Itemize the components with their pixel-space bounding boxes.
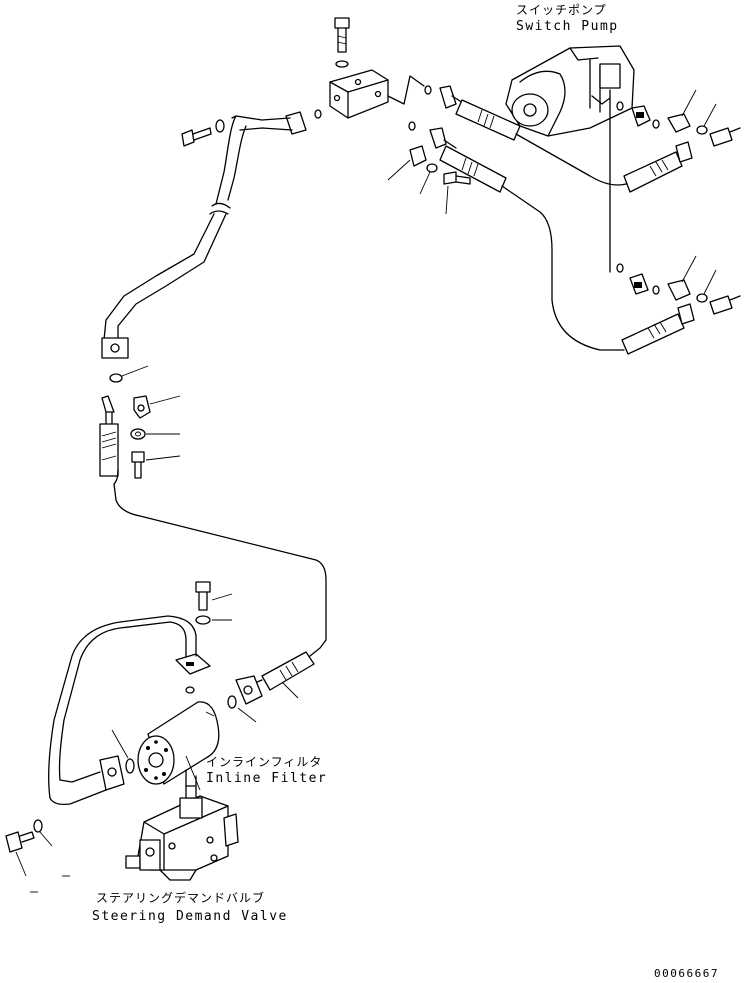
tube-icon [101, 111, 307, 359]
switch-pump-label-en: Switch Pump [516, 19, 619, 34]
washer-icon [33, 819, 53, 847]
switch-pump [505, 45, 635, 273]
o-ring-icon [652, 285, 660, 295]
bolt-icon [709, 295, 741, 315]
bolt-icon [131, 451, 181, 479]
bolt-icon [181, 119, 225, 147]
o-ring-icon [408, 121, 416, 131]
hose-icon [439, 85, 693, 193]
tube-icon [48, 615, 211, 806]
washer-icon [696, 103, 717, 135]
o-ring-icon [616, 263, 624, 273]
split-flange-icon [629, 273, 649, 295]
top-bolt [334, 17, 350, 68]
o-ring-icon [125, 758, 135, 774]
connector-block [329, 69, 425, 119]
hose-icon [235, 639, 327, 705]
o-ring-icon [424, 85, 432, 95]
inline-filter [137, 701, 220, 791]
inline-filter-label-jp: インラインフィルタ [206, 755, 322, 769]
bolt-icon [709, 127, 741, 147]
drawing-code: 00066667 [654, 967, 719, 980]
steering-valve-label-en: Steering Demand Valve [92, 909, 288, 924]
bolt-icon [443, 171, 471, 215]
inline-filter-label-en: Inline Filter [206, 771, 327, 786]
washer-icon [696, 269, 717, 303]
split-flange-icon [133, 395, 181, 419]
split-flange-icon [667, 89, 697, 133]
o-ring-icon [616, 101, 624, 111]
o-ring-icon [227, 695, 237, 709]
washer-icon [195, 615, 232, 625]
steering-demand-valve [125, 769, 239, 881]
hose-icon [429, 127, 695, 355]
o-ring-icon [185, 686, 195, 694]
washer-icon [419, 163, 438, 195]
o-ring-icon [652, 119, 660, 129]
switch-pump-label-jp: スイッチポンプ [516, 3, 607, 17]
split-flange-icon [387, 145, 427, 181]
split-flange-icon [631, 105, 651, 127]
split-flange-icon [667, 255, 697, 301]
steering-valve-label-jp: ステアリングデマンドバルブ [96, 890, 265, 905]
washer-icon [130, 428, 180, 440]
bolt-icon [5, 831, 35, 877]
hose-icon [99, 395, 327, 641]
o-ring-icon [109, 373, 123, 383]
bolt-icon [195, 581, 233, 611]
o-ring-icon [314, 109, 322, 119]
